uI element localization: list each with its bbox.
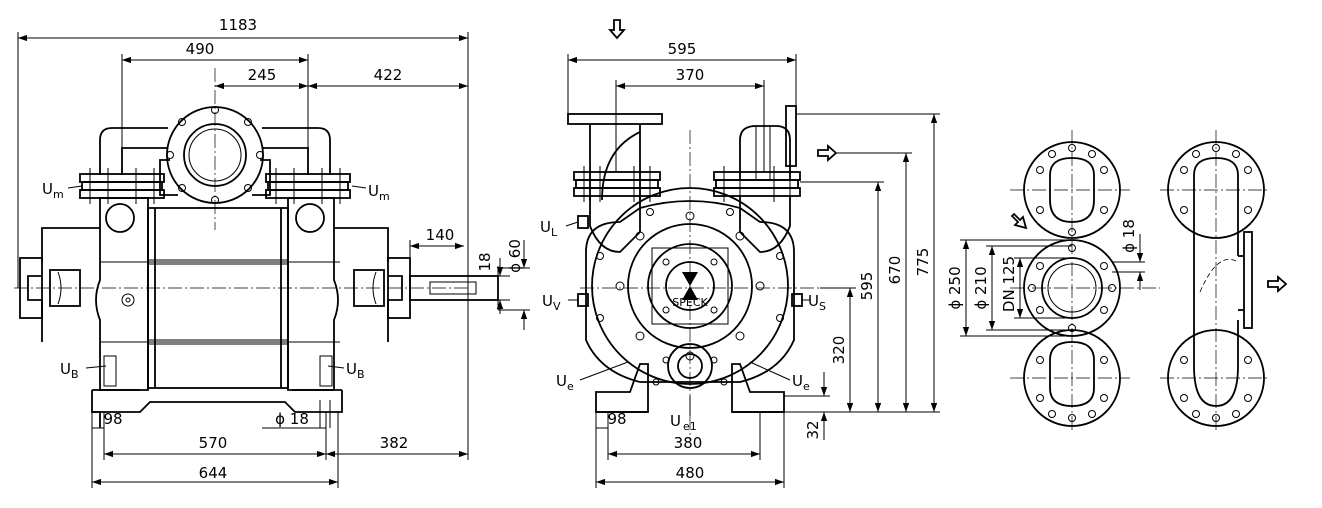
inlet-arrow-icon bbox=[1010, 212, 1028, 230]
side-view: SPECK bbox=[540, 19, 940, 488]
port-us: US bbox=[808, 292, 826, 313]
port-um-right: Um bbox=[368, 182, 390, 203]
dim-480: 480 bbox=[676, 464, 705, 482]
discharge-arrow-icon bbox=[817, 144, 838, 162]
manifold-flange-view: ϕ 250 ϕ 210 DN 125 ϕ 18 bbox=[946, 130, 1160, 430]
dim-32: 32 bbox=[804, 420, 822, 439]
dim-flange-dn: DN 125 bbox=[1000, 256, 1018, 312]
port-ue-right: Ue bbox=[792, 372, 810, 393]
port-ub-right: UB bbox=[346, 360, 365, 381]
dim-775: 775 bbox=[914, 248, 932, 277]
dim-98-front: 98 bbox=[103, 410, 122, 428]
dim-98-side: 98 bbox=[607, 410, 626, 428]
port-um-left: Um bbox=[42, 180, 64, 201]
dim-320: 320 bbox=[830, 336, 848, 365]
dim-140: 140 bbox=[426, 226, 455, 244]
dim-370: 370 bbox=[676, 66, 705, 84]
manifold-side-view bbox=[1160, 130, 1288, 430]
dim-670: 670 bbox=[886, 256, 904, 285]
dim-shaft-key: 18 bbox=[476, 252, 494, 271]
dim-flange-od: ϕ 250 bbox=[946, 266, 964, 309]
dim-570: 570 bbox=[199, 434, 228, 452]
dim-1183: 1183 bbox=[219, 16, 257, 34]
dim-382: 382 bbox=[380, 434, 409, 452]
front-base bbox=[91, 293, 343, 428]
front-cylinder bbox=[100, 207, 340, 389]
dim-flange-hole: ϕ 18 bbox=[1120, 219, 1138, 253]
port-ul: UL bbox=[540, 218, 558, 239]
dim-490: 490 bbox=[186, 40, 215, 58]
front-left-flange-stack bbox=[79, 168, 165, 204]
dim-foot-hole-front: ϕ 18 bbox=[275, 410, 309, 428]
dim-595-height: 595 bbox=[858, 272, 876, 301]
front-dimensions bbox=[17, 32, 530, 488]
front-top-flange bbox=[159, 106, 271, 204]
suction-arrow-icon bbox=[608, 19, 626, 40]
outlet-arrow-icon bbox=[1267, 275, 1288, 293]
dim-shaft-diameter: ϕ 60 bbox=[506, 239, 524, 273]
dim-644: 644 bbox=[199, 464, 228, 482]
port-ue-left: Ue bbox=[556, 372, 574, 393]
side-dimensions bbox=[567, 54, 940, 488]
port-uv: UV bbox=[542, 292, 561, 313]
dim-595-width: 595 bbox=[668, 40, 697, 58]
dim-245: 245 bbox=[248, 66, 277, 84]
dim-422: 422 bbox=[374, 66, 403, 84]
dim-380: 380 bbox=[674, 434, 703, 452]
front-view: 1183 490 245 422 140 ϕ 60 18 98 ϕ 18 570… bbox=[14, 16, 530, 488]
dim-flange-bolt-circle: ϕ 210 bbox=[972, 266, 990, 309]
port-ub-left: UB bbox=[60, 360, 79, 381]
speck-logo: SPECK bbox=[672, 296, 708, 309]
